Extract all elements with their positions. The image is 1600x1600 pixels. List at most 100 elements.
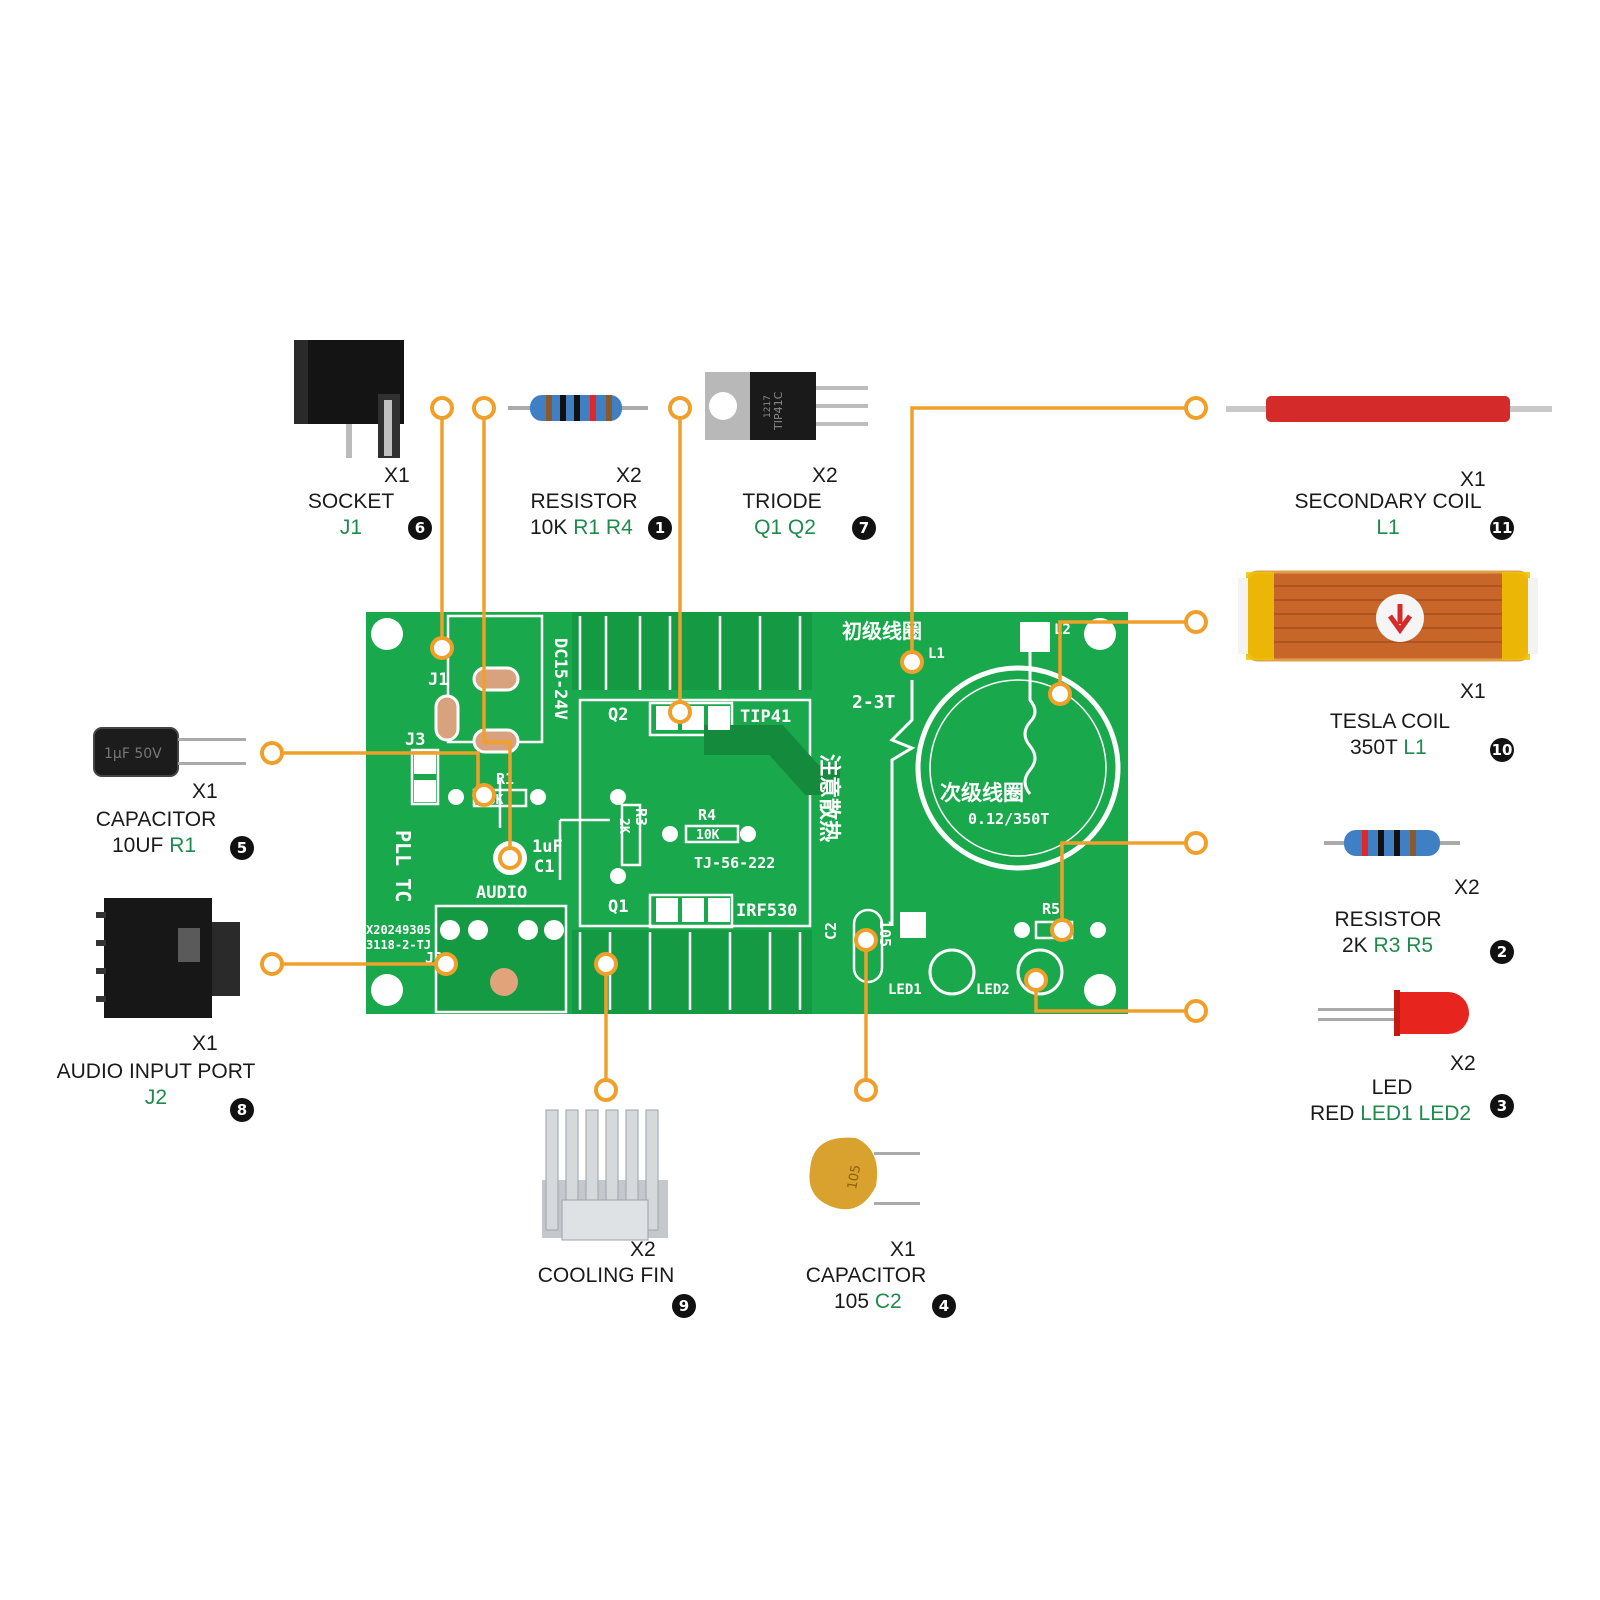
mounting-hole <box>1084 618 1116 650</box>
silk-j3: J3 <box>405 730 425 750</box>
secondary-coil-wire-image <box>1226 396 1552 422</box>
silk-serial-1: X20249305 <box>366 923 431 937</box>
capacitor-10uf-refs: R1 <box>169 834 197 857</box>
leader-resistor-2k <box>1060 841 1196 930</box>
connector-dot <box>260 952 284 976</box>
led-qty: X2 <box>1450 1052 1476 1075</box>
primary-coil-trace <box>889 680 916 926</box>
capacitor-10uf-qty: X1 <box>192 780 218 803</box>
tesla-coil-name: TESLA COIL <box>1329 710 1451 733</box>
silk-tip41: TIP41 <box>740 707 791 727</box>
audio-port-qty: X1 <box>192 1032 218 1055</box>
connector-dot <box>668 396 692 420</box>
resistor-10k-value: 10K <box>530 516 568 539</box>
leader-capacitor-10uf-to-c1 <box>482 408 512 858</box>
capacitor-105-refs: C2 <box>874 1290 902 1313</box>
secondary-coil-refs: L1 <box>1376 516 1400 539</box>
pcb-board: DC15-24V J1 J3 J2 Q2 TIP41 Q1 IRF530 R1 … <box>366 612 1128 1014</box>
led-image <box>1318 990 1469 1036</box>
socket-name: SOCKET <box>307 490 395 513</box>
silk-turns-primary: 2-3T <box>852 692 896 713</box>
cooling-fin-qty: X2 <box>630 1238 656 1261</box>
capacitor-105-number-badge: 4 <box>932 1294 956 1318</box>
silk-c2-value: 105 <box>876 920 894 947</box>
resistor-2k-qty: X2 <box>1454 876 1480 899</box>
silk-led1: LED1 <box>888 982 922 998</box>
leader-lines <box>272 406 1196 1090</box>
connector-dot <box>430 396 454 420</box>
capacitor-105-name: CAPACITOR <box>805 1264 927 1287</box>
capacitor-10uf-marking: 1μF 50V <box>104 746 162 762</box>
audio-jack-image <box>96 898 240 1018</box>
silk-l2: L2 <box>1054 622 1071 638</box>
connector-dot <box>472 396 496 420</box>
silk-led2: LED2 <box>976 982 1010 998</box>
cooling-fin-name: COOLING FIN <box>537 1264 675 1287</box>
resistor-10k-name: RESISTOR <box>530 490 638 513</box>
tesla-coil-value: 350T <box>1350 736 1398 759</box>
silk-irf530: IRF530 <box>736 901 797 921</box>
silk-l1: L1 <box>928 646 945 662</box>
cooling-fin-image <box>542 1109 668 1241</box>
leader-endpoints <box>260 396 1208 1102</box>
silk-c1-value: 1uF <box>532 837 563 857</box>
board-dot <box>900 650 924 674</box>
cooling-fin-number-badge: 9 <box>672 1294 696 1318</box>
leader-resistor-10k-to-r1 <box>272 751 480 795</box>
capacitor-105-value: 105 <box>834 1290 870 1313</box>
silk-dc-label: DC15-24V <box>550 638 570 720</box>
silk-pll-tc: PLL TC <box>391 830 415 902</box>
led-name: LED <box>1371 1076 1413 1099</box>
resistor-2k-info: 2K R3 R5 <box>1342 934 1433 958</box>
board-dot <box>430 636 454 660</box>
socket-number-badge: 6 <box>408 516 432 540</box>
silk-secondary-spec: 0.12/350T <box>968 810 1049 828</box>
secondary-coil-name: SECONDARY COIL <box>1294 490 1482 513</box>
secondary-coil-qty: X1 <box>1460 468 1486 491</box>
triode-number-badge: 7 <box>852 516 876 540</box>
connector-dot <box>594 1078 618 1102</box>
silk-r4: R4 <box>698 806 716 824</box>
board-dot <box>1050 918 1074 942</box>
socket-refs: J1 <box>339 516 363 539</box>
resistor-10k-qty: X2 <box>616 464 642 487</box>
silk-j1: J1 <box>428 670 448 690</box>
capacitor-105-marking: 105 <box>845 1164 864 1191</box>
tesla-coil-number-badge: 10 <box>1490 738 1514 762</box>
capacitor-10uf-value: 10UF <box>112 834 164 857</box>
triode-name: TRIODE <box>742 490 822 513</box>
capacitor-105-info: 105 C2 <box>834 1290 902 1314</box>
connector-dot <box>854 1078 878 1102</box>
silk-serial-2: 3118-2-TJ <box>366 938 431 952</box>
silk-q1: Q1 <box>608 897 628 917</box>
capacitor-105-image: 105 <box>809 1137 920 1210</box>
board-dot <box>594 952 618 976</box>
board-dot <box>472 783 496 807</box>
silk-c1: C1 <box>534 857 554 877</box>
audio-port-refs: J2 <box>144 1086 168 1109</box>
connector-dot <box>1184 831 1208 855</box>
capacitor-105-qty: X1 <box>890 1238 916 1261</box>
resistor-2k-number-badge: 2 <box>1490 940 1514 964</box>
tesla-coil-info: 350T L1 <box>1350 736 1427 760</box>
resistor-10k-image <box>508 395 648 421</box>
transistor-image: TIP41C 1217 <box>705 372 868 440</box>
tesla-coil-image <box>1238 570 1538 662</box>
capacitor-10uf-info: 10UF R1 <box>112 834 196 858</box>
silk-secondary-cn: 次级线圈 <box>940 781 1024 805</box>
led-value: RED <box>1310 1102 1355 1125</box>
board-dot <box>854 928 878 952</box>
board-dot <box>434 952 458 976</box>
silk-c2: C2 <box>822 922 840 940</box>
pad <box>1020 622 1050 652</box>
silk-r4-value: 10K <box>696 828 720 843</box>
secondary-coil-number-badge: 11 <box>1490 516 1514 540</box>
connector-dot <box>1184 610 1208 634</box>
triode-refs: Q1 Q2 <box>754 516 816 539</box>
board-dot <box>1024 968 1048 992</box>
secondary-coil-outline <box>915 665 1121 871</box>
tesla-coil-qty: X1 <box>1460 680 1486 703</box>
dc-socket-image <box>294 340 404 458</box>
silk-board-code: TJ-56-222 <box>694 854 775 872</box>
